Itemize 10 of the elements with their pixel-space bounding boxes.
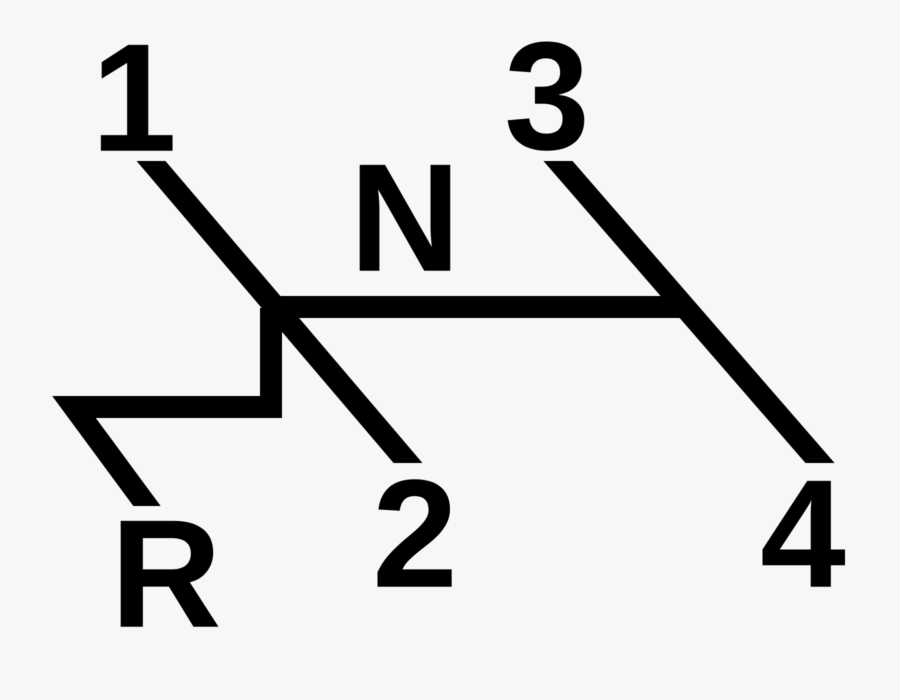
gear-label: 2 [378,479,452,587]
gear-label: R [120,520,218,627]
shift-path-line [136,161,423,463]
gear-label: 1 [100,44,173,151]
shift-path-line [52,308,282,506]
shift-path-line [543,161,835,463]
neutral-label: N [360,164,450,271]
gear-label: 4 [762,480,845,587]
gate-bar [280,296,680,318]
gear-label: 3 [508,42,584,151]
